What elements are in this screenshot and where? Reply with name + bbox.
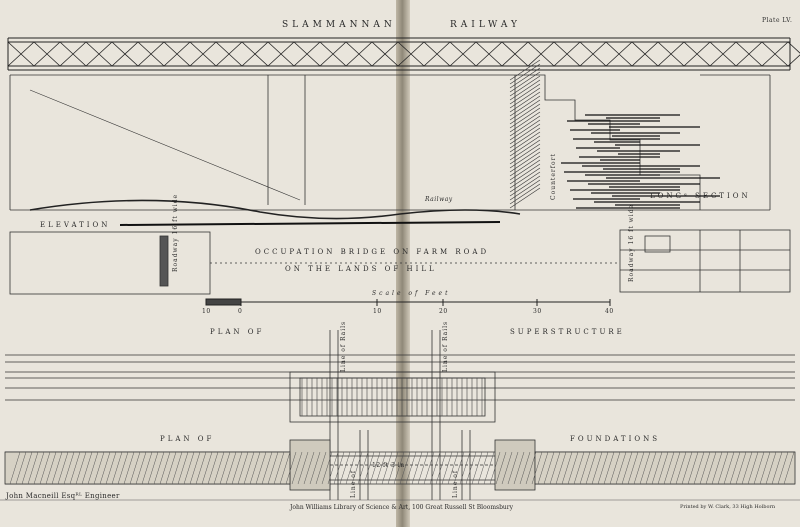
scale-tick-4: 30 <box>533 308 542 315</box>
counterfort-hatch <box>509 59 541 209</box>
plan-foundations <box>4 439 796 491</box>
plan-super-right: SUPERSTRUCTURE <box>510 328 625 336</box>
printer-credit: Printed by W. Clark, 33 High Holborn <box>680 504 776 510</box>
roadway-right: Roadway 16 ft wide <box>628 203 635 282</box>
plan-found-left: PLAN OF <box>160 435 215 443</box>
plan-super-left: PLAN OF <box>210 328 265 336</box>
long-section-label: LONGᵉ SECTION <box>650 192 751 200</box>
scale-label: Scale of Feet <box>372 290 451 297</box>
scale-tick-2: 10 <box>373 308 382 315</box>
right-page <box>406 0 800 527</box>
plan-superstructure <box>5 354 795 423</box>
scale-tick-3: 20 <box>439 308 448 315</box>
ground-line <box>29 199 521 220</box>
scale-tick-5: 40 <box>605 308 614 315</box>
road-section <box>9 229 791 295</box>
scale-bar <box>205 298 611 306</box>
line-of-rails-2: Line of Rails <box>442 320 449 372</box>
engineer-credit: John Macneill Esqᴿᴸ Engineer <box>6 492 120 500</box>
left-page <box>0 0 400 527</box>
book-gutter <box>396 0 410 527</box>
plan-found-right: FOUNDATIONS <box>570 435 660 443</box>
line-of-rails-1: Line of Rails <box>340 320 347 372</box>
truss-girder <box>7 37 800 71</box>
line-of-rails-4: Line of <box>452 469 459 498</box>
title-right: RAILWAY <box>450 20 521 30</box>
ground-strata <box>561 114 720 209</box>
elevation-outline <box>9 74 771 211</box>
bridge-subtitle: ON THE LANDS OF HILL <box>285 265 437 273</box>
publisher-credit: John Williams Library of Science & Art, … <box>290 504 514 511</box>
plate-number: Plate LV. <box>762 17 793 24</box>
counterfort-label: Counterfort <box>550 153 557 200</box>
title-left: SLAMMANNAN <box>282 20 396 30</box>
scale-tick-0: 10 <box>202 308 211 315</box>
line-of-rails-3: Line of <box>350 469 357 498</box>
span-label: 12 ft 3 in <box>372 462 405 469</box>
railway-label: Railway <box>425 196 453 203</box>
elevation-label: ELEVATION <box>40 221 111 229</box>
roadway-left: Roadway 16 ft wide <box>172 193 179 272</box>
bridge-title: OCCUPATION BRIDGE ON FARM ROAD <box>255 248 490 256</box>
scale-tick-1: 0 <box>238 308 243 315</box>
